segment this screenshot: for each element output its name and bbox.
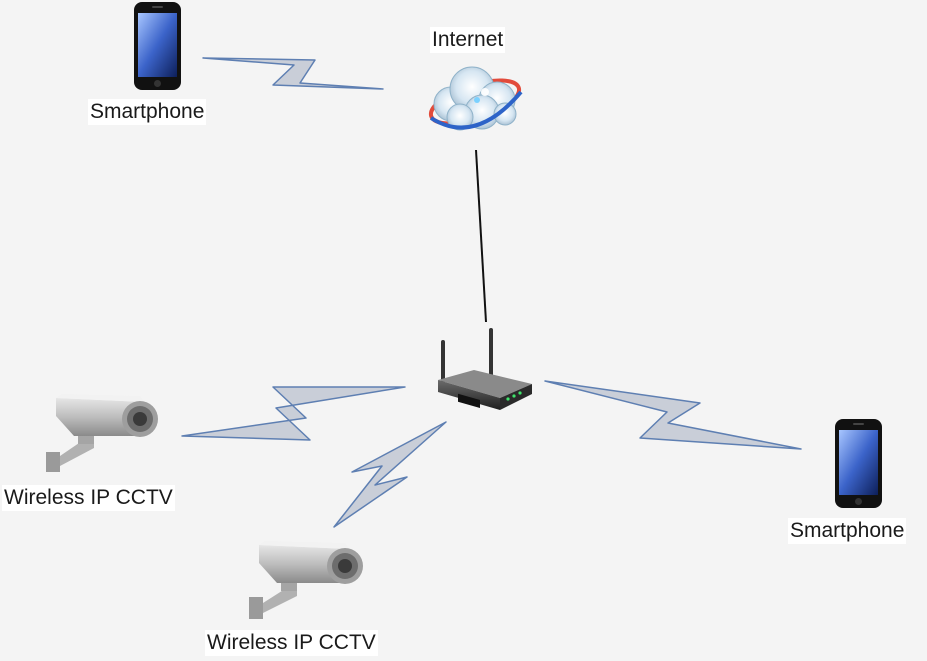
node-label-smartphone-top: Smartphone [88,99,207,125]
node-label-smartphone-right: Smartphone [788,518,907,544]
wired-link-internet-router [475,149,487,323]
wireless-link-smartphone-internet [202,57,384,90]
wireless-link-router-cctv-bottom [333,421,447,528]
smartphone-icon [835,419,882,508]
wireless-link-router-cctv-left [181,386,406,441]
wireless-router-icon [438,328,532,410]
node-label-cctv-left: Wireless IP CCTV [2,485,175,511]
smartphone-icon [134,2,181,90]
cctv-camera-icon [249,541,363,619]
node-label-internet: Internet [430,27,506,53]
internet-cloud-icon [428,66,523,131]
node-label-cctv-bottom: Wireless IP CCTV [205,630,378,656]
cctv-camera-icon [46,394,158,472]
wireless-link-router-smartphone [544,380,802,450]
